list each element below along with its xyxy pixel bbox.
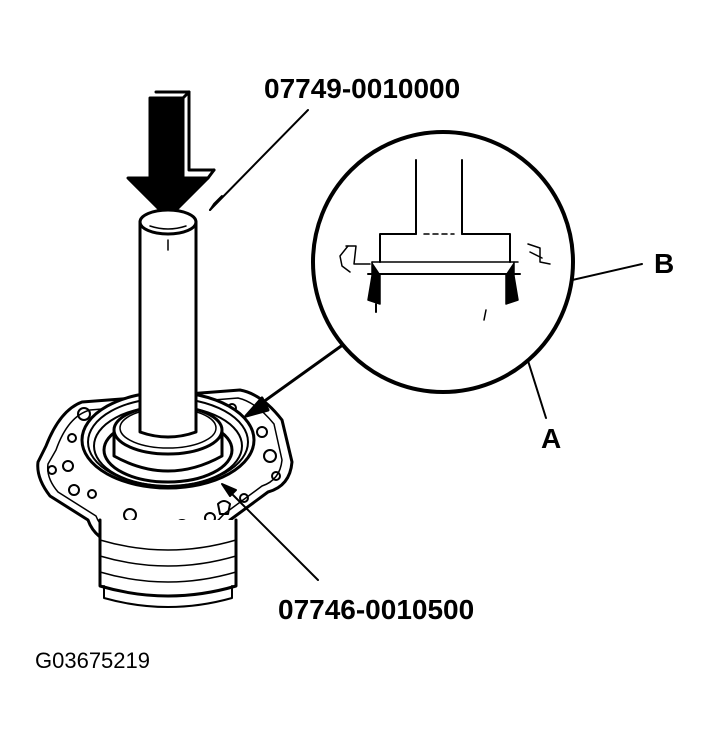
driver-shaft [138, 208, 198, 439]
callout-b: B [654, 248, 675, 279]
figure-code: G03675219 [35, 648, 150, 673]
press-arrow [126, 90, 216, 220]
callout-a: A [541, 423, 562, 454]
housing-body [98, 518, 238, 608]
tool-label-top: 07749-0010000 [264, 73, 461, 104]
detail-pointer [244, 342, 346, 418]
tool-label-bottom: 07746-0010500 [278, 594, 475, 625]
detail-magnifier [311, 130, 575, 394]
